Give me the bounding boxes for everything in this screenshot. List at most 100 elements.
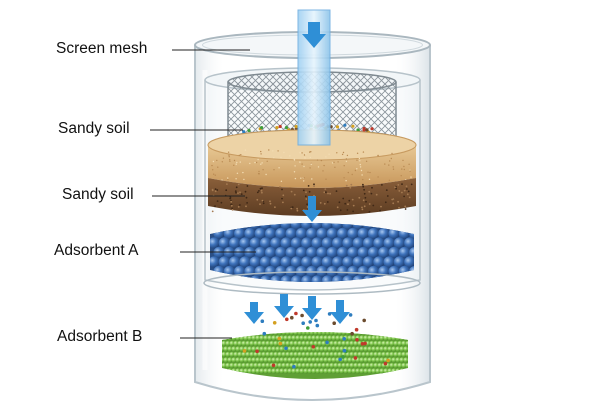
bead-icon bbox=[311, 275, 323, 282]
bead-icon bbox=[327, 368, 333, 374]
bead-icon bbox=[337, 246, 349, 259]
bead-icon bbox=[301, 256, 313, 268]
bead-icon bbox=[401, 351, 407, 358]
bead-icon bbox=[254, 227, 266, 240]
bead-icon bbox=[280, 256, 292, 268]
bead-icon bbox=[265, 362, 271, 369]
bead-icon bbox=[388, 246, 400, 259]
bead-icon bbox=[369, 351, 375, 358]
bead-icon bbox=[355, 368, 361, 374]
bead-icon bbox=[267, 335, 273, 341]
bead-icon bbox=[401, 340, 407, 347]
bead-icon bbox=[391, 346, 397, 352]
bead-icon bbox=[387, 346, 393, 352]
bead-icon bbox=[257, 340, 263, 347]
bead-icon bbox=[301, 351, 307, 358]
bead-icon bbox=[233, 340, 239, 347]
bead-icon bbox=[354, 327, 359, 332]
bead-icon bbox=[272, 321, 277, 325]
bead-icon bbox=[285, 351, 291, 358]
bead-icon bbox=[383, 346, 389, 352]
bead-icon bbox=[381, 340, 387, 347]
bead-icon bbox=[242, 130, 246, 134]
bead-icon bbox=[271, 335, 277, 341]
bead-icon bbox=[267, 368, 273, 374]
bead-icon bbox=[404, 237, 414, 249]
bead-icon bbox=[343, 123, 347, 127]
bead-icon bbox=[327, 335, 333, 341]
bead-icon bbox=[321, 256, 333, 268]
flow-arrow-icon bbox=[302, 196, 322, 222]
bead-icon bbox=[311, 368, 317, 374]
bead-icon bbox=[350, 331, 354, 336]
bead-icon bbox=[285, 246, 297, 259]
bead-icon bbox=[271, 346, 277, 352]
bead-icon bbox=[255, 368, 261, 374]
bead-icon bbox=[321, 223, 333, 230]
bead-icon bbox=[337, 265, 349, 278]
bead-icon bbox=[253, 351, 259, 358]
bead-icon bbox=[280, 237, 292, 249]
bead-icon bbox=[317, 362, 323, 369]
bead-icon bbox=[371, 335, 377, 341]
bead-icon bbox=[303, 335, 309, 341]
bead-icon bbox=[253, 362, 259, 369]
bead-icon bbox=[331, 368, 337, 374]
bead-icon bbox=[218, 256, 230, 268]
bead-icon bbox=[210, 256, 220, 268]
bead-icon bbox=[375, 357, 381, 363]
bead-icon bbox=[309, 340, 315, 347]
bead-icon bbox=[371, 357, 377, 363]
bead-icon bbox=[379, 346, 385, 352]
bead-icon bbox=[370, 127, 374, 131]
bead-icon bbox=[251, 335, 257, 341]
bead-icon bbox=[343, 368, 349, 374]
bead-icon bbox=[351, 346, 357, 352]
bead-icon bbox=[227, 357, 233, 363]
bead-icon bbox=[277, 351, 283, 358]
bead-icon bbox=[225, 340, 231, 347]
bead-icon bbox=[353, 356, 358, 360]
bead-icon bbox=[361, 362, 367, 369]
bead-icon bbox=[278, 341, 283, 346]
bead-icon bbox=[332, 237, 344, 249]
bead-icon bbox=[295, 357, 301, 363]
bead-icon bbox=[307, 368, 313, 374]
bead-icon bbox=[243, 357, 249, 363]
bead-icon bbox=[377, 362, 383, 369]
bead-icon bbox=[311, 345, 316, 349]
bead-icon bbox=[297, 362, 303, 369]
bead-icon bbox=[377, 351, 383, 358]
bead-icon bbox=[309, 351, 315, 358]
bead-icon bbox=[251, 368, 257, 374]
bead-icon bbox=[287, 335, 293, 341]
bead-icon bbox=[375, 346, 381, 352]
bead-icon bbox=[333, 340, 339, 347]
bead-icon bbox=[290, 237, 302, 249]
bead-icon bbox=[316, 246, 328, 259]
bead-icon bbox=[333, 332, 339, 336]
bead-icon bbox=[295, 246, 307, 259]
bead-icon bbox=[363, 357, 369, 363]
bead-icon bbox=[259, 237, 272, 249]
bead-icon bbox=[279, 346, 285, 352]
bead-icon bbox=[321, 340, 327, 347]
bead-icon bbox=[283, 335, 289, 341]
bead-icon bbox=[383, 368, 389, 374]
bead-icon bbox=[283, 357, 289, 363]
bead-icon bbox=[291, 346, 297, 352]
bead-icon bbox=[323, 346, 329, 352]
bead-icon bbox=[365, 128, 369, 132]
bead-icon bbox=[345, 340, 351, 347]
bead-icon bbox=[373, 351, 379, 358]
bead-icon bbox=[337, 340, 343, 347]
bead-icon bbox=[401, 362, 407, 369]
bead-icon bbox=[273, 351, 279, 358]
bead-icon bbox=[356, 128, 360, 132]
bead-icon bbox=[287, 368, 293, 374]
bead-icon bbox=[327, 357, 333, 363]
bead-icon bbox=[245, 362, 251, 369]
bead-icon bbox=[321, 237, 333, 249]
bead-icon bbox=[397, 340, 403, 347]
bead-icon bbox=[300, 313, 304, 318]
